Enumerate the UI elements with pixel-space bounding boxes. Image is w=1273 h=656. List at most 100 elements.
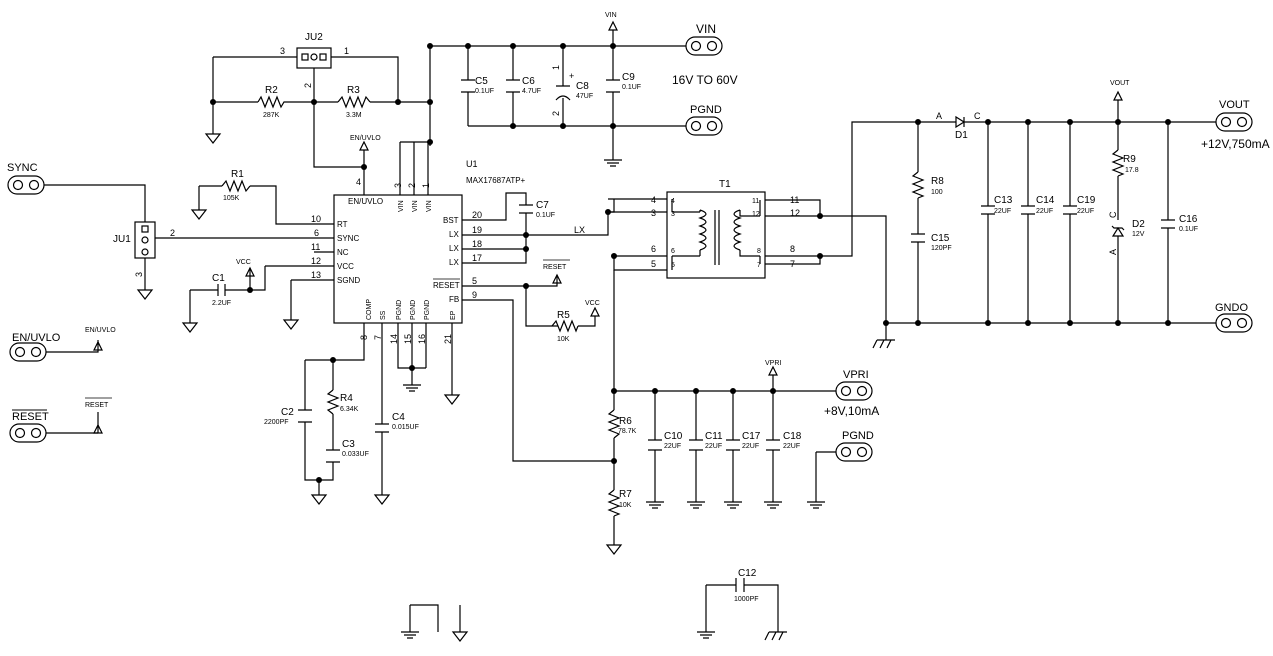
- vin-range: 16V TO 60V: [672, 73, 738, 87]
- ic-u1: U1 MAX17687ATP+ RT SYNC NC VCC SGND 10 6…: [311, 159, 526, 344]
- t1-pin4-ext: 4: [651, 195, 656, 205]
- c8-plus: +: [569, 71, 574, 81]
- d2-ref: D2: [1132, 219, 1145, 230]
- power-ground-icon: [696, 631, 716, 639]
- c11-value: 22UF: [705, 443, 722, 450]
- pin-num-pgnd15: 15: [403, 334, 413, 344]
- net-label-vout: VOUT: [1110, 80, 1130, 87]
- c4-value: 0.015UF: [392, 424, 419, 431]
- capacitor-c12: [735, 578, 745, 592]
- capacitor-c6: [506, 79, 520, 93]
- r3-ref: R3: [347, 85, 360, 96]
- r1-ref: R1: [231, 169, 244, 180]
- diodes: A C D1 D2 12V C A: [936, 111, 1145, 255]
- t1-pin6-ext: 6: [651, 244, 656, 254]
- pin-num-fb: 9: [472, 290, 477, 300]
- c2-ref: C2: [281, 407, 294, 418]
- c14-value: 22UF: [1036, 208, 1053, 215]
- t1-pin11-int: 11: [752, 198, 759, 205]
- chassis-ground-icon: [764, 631, 788, 641]
- pgnd-top-label: PGND: [690, 104, 722, 116]
- pin-name-comp: COMP: [366, 299, 373, 320]
- pin-name-vin3: VIN: [398, 200, 405, 212]
- terminal-sync[interactable]: SYNC: [7, 162, 45, 195]
- terminal-pgnd-mid[interactable]: PGND: [835, 430, 874, 462]
- power-ground-icon: [400, 631, 420, 639]
- power-ground-icon: [806, 501, 826, 509]
- pin-num-reset: 5: [472, 276, 477, 286]
- c10-value: 22UF: [664, 443, 681, 450]
- terminal-gndo[interactable]: GNDO: [1215, 302, 1253, 333]
- t1-pin8-int: 8: [757, 248, 761, 255]
- t1-pin5-int: 5: [671, 262, 675, 269]
- c3-ref: C3: [342, 439, 355, 450]
- t1-pin12-ext: 12: [790, 208, 800, 218]
- d1-cathode: C: [974, 111, 981, 121]
- c17-ref: C17: [742, 431, 761, 442]
- t1-pin4-int: 4: [671, 198, 675, 205]
- r4-value: 6.34K: [340, 406, 359, 413]
- pin-name-lx17: LX: [449, 258, 459, 267]
- ju1-ref: JU1: [113, 234, 131, 245]
- c9-value: 0.1UF: [622, 84, 641, 91]
- net-label-lx: LX: [574, 225, 585, 235]
- c8-pin2: 2: [551, 111, 561, 116]
- r2-value: 287K: [263, 112, 280, 119]
- capacitor-c7: [519, 204, 533, 214]
- net-label-vpri: VPRI: [765, 360, 781, 367]
- terminal-vpri[interactable]: VPRI +8V,10mA: [824, 369, 879, 418]
- c13-value: 22UF: [994, 208, 1011, 215]
- capacitor-c18: [766, 439, 780, 451]
- jumper-ju1: JU1 2 3: [113, 221, 175, 277]
- vpri-arrow-icon: [768, 366, 778, 376]
- r5-ref: R5: [557, 310, 570, 321]
- capacitor-c19: [1063, 205, 1077, 215]
- r5-value: 10K: [557, 336, 570, 343]
- power-ground-icon: [645, 501, 665, 509]
- net-label-vcc-c1: VCC: [236, 259, 251, 266]
- power-ground-icon: [723, 501, 743, 509]
- pin-name-pgnd16: PGND: [424, 300, 431, 320]
- c18-value: 22UF: [783, 443, 800, 450]
- pin-num-lx17: 17: [472, 253, 482, 263]
- c19-ref: C19: [1077, 195, 1096, 206]
- terminal-vin[interactable]: VIN 16V TO 60V: [672, 22, 738, 87]
- capacitor-c5: [461, 79, 475, 93]
- d2-cathode: C: [1108, 211, 1118, 218]
- pin-name-reset: RESET: [433, 281, 460, 290]
- pin-num-vin3: 3: [393, 183, 403, 188]
- signal-ground-icon: [374, 494, 390, 505]
- capacitor-c8: [555, 85, 571, 101]
- c13-ref: C13: [994, 195, 1013, 206]
- jumper-ju2: JU2 3 1 2: [280, 32, 349, 88]
- t1-pin3-ext: 3: [651, 208, 656, 218]
- vout-label: VOUT: [1219, 99, 1250, 111]
- capacitor-c2: [298, 409, 312, 423]
- r6-value: 78.7K: [618, 428, 637, 435]
- terminal-pgnd-top[interactable]: PGND: [685, 104, 723, 136]
- pin-num-sgnd: 13: [311, 270, 321, 280]
- pin-name-fb: FB: [449, 295, 459, 304]
- vin-arrow-icon: [608, 21, 618, 31]
- pin-num-sync: 6: [314, 228, 319, 238]
- terminal-reset[interactable]: RESET: [9, 409, 98, 443]
- terminal-en-uvlo[interactable]: EN/UVLO: [9, 332, 99, 362]
- c8-pin1: 1: [551, 65, 561, 70]
- pin-name-vin2: VIN: [412, 200, 419, 212]
- d1-ref: D1: [955, 130, 968, 141]
- resistor-r1: [221, 179, 251, 193]
- gndo-label: GNDO: [1215, 302, 1248, 314]
- pin-name-en-uvlo: EN/UVLO: [348, 197, 383, 206]
- terminal-vout[interactable]: VOUT +12V,750mA: [1201, 99, 1270, 151]
- t1-pin5-ext: 5: [651, 259, 656, 269]
- r4-ref: R4: [340, 393, 353, 404]
- pin-num-pgnd14: 14: [389, 334, 399, 344]
- c9-ref: C9: [622, 72, 635, 83]
- signal-ground-icon: [283, 319, 299, 330]
- pin-num-en-uvlo: 4: [356, 177, 361, 187]
- r8-ref: R8: [931, 176, 944, 187]
- pin-num-lx18: 18: [472, 239, 482, 249]
- pin-name-lx18: LX: [449, 244, 459, 253]
- pin-num-ep: 21: [443, 334, 453, 344]
- net-labels: VIN VOUT VPRI VCC VCC EN/UVLO EN/UVLO RE…: [85, 12, 1130, 409]
